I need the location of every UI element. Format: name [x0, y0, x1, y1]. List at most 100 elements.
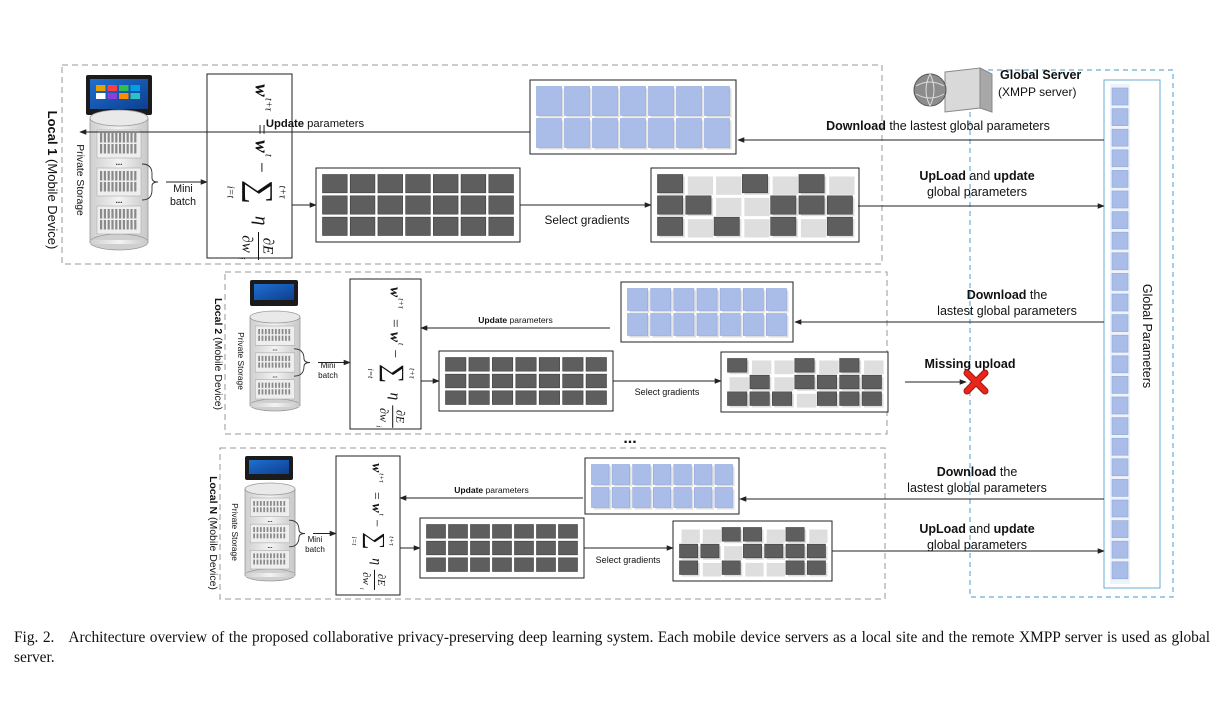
parameter-cell	[794, 358, 815, 373]
parameter-cell	[764, 543, 784, 559]
data-sample	[281, 382, 284, 388]
formula-expression: wt+τ=wt−∑t+τi=tη∂E∂wi	[225, 84, 288, 260]
weight-symbol: w	[386, 332, 403, 343]
data-sample	[273, 527, 276, 532]
app-tile	[119, 93, 129, 99]
parameter-cell	[766, 313, 787, 336]
data-sample	[288, 362, 291, 368]
x-mark	[964, 370, 988, 394]
data-sample	[122, 209, 125, 219]
download-label: Download the lastest global parameters	[826, 119, 1050, 133]
app-tile	[130, 85, 140, 91]
data-sample	[130, 171, 133, 181]
parameter-cell	[492, 373, 514, 389]
data-sample	[283, 553, 286, 559]
global-parameter-cell	[1111, 190, 1129, 209]
parameter-cell	[538, 373, 560, 389]
parameter-cell	[839, 374, 860, 390]
parameter-cell	[322, 174, 348, 194]
data-sample	[122, 133, 125, 143]
parameter-cell	[470, 540, 490, 556]
selected-gradients-grid	[650, 167, 860, 243]
cylinder-top	[244, 482, 296, 496]
data-sample	[264, 355, 267, 361]
minus: −	[251, 162, 272, 173]
text-run: parameters	[507, 315, 553, 325]
global-server-boundary	[969, 69, 1174, 598]
parameter-cell	[514, 524, 534, 539]
data-sample	[281, 329, 284, 335]
tablet-screen	[249, 460, 289, 474]
cylinder-joint	[90, 240, 148, 244]
local-site-boundary	[219, 447, 886, 600]
data-sample	[122, 144, 125, 154]
cylinder-top	[249, 310, 301, 324]
app-tile	[96, 93, 106, 99]
parameter-cell	[538, 357, 560, 372]
sum-upper: t+τ	[388, 536, 396, 546]
data-sample	[281, 355, 284, 361]
parameter-cell	[657, 195, 684, 215]
server-icon	[913, 67, 993, 113]
app-tile	[107, 85, 117, 91]
parameter-cell	[405, 195, 431, 215]
parameter-cell	[673, 288, 695, 311]
data-sample	[103, 220, 106, 230]
superscript: t+τ	[378, 473, 386, 483]
data-sample	[288, 382, 291, 388]
cell-shadow	[716, 176, 742, 195]
global-parameter-cell	[1111, 499, 1129, 518]
data-sample	[130, 144, 133, 154]
parameter-cell	[514, 557, 534, 572]
bold-text: Update	[454, 485, 483, 495]
data-sample	[253, 507, 255, 513]
data-sample	[119, 209, 122, 219]
parameter-cell	[468, 357, 490, 372]
global-parameter-cell	[1111, 376, 1129, 394]
data-sample	[115, 133, 118, 143]
global-parameter-cell	[1111, 520, 1129, 538]
parameter-cell	[685, 195, 712, 215]
data-sample	[268, 389, 271, 395]
local-site-type: (Mobile Device)	[212, 334, 224, 410]
parameter-cell	[679, 543, 699, 559]
data-sample	[283, 527, 286, 532]
parameter-cell	[650, 288, 672, 311]
superscript: t+τ	[396, 298, 405, 310]
parameter-cell	[694, 464, 713, 485]
data-sample	[100, 220, 103, 230]
data-sample	[270, 533, 272, 539]
parameter-cell	[448, 557, 468, 572]
selected-gradients-grid	[720, 351, 889, 413]
cell-shadow	[751, 360, 772, 375]
brace	[293, 348, 311, 377]
upload-label: global parameters	[927, 538, 1027, 552]
data-sample	[283, 533, 286, 539]
cell-shadow	[766, 562, 785, 577]
superscript: t	[396, 343, 405, 346]
data-sample	[253, 559, 255, 565]
brace	[288, 519, 306, 548]
data-sample	[275, 362, 277, 368]
data-sample	[107, 182, 110, 192]
parameter-cell	[714, 464, 733, 485]
minibatch-label: Mini	[308, 535, 323, 544]
data-sample	[100, 133, 103, 143]
data-sample	[273, 559, 276, 565]
local-site-name: Local N	[207, 476, 219, 514]
data-sample	[281, 389, 284, 395]
parameter-cell	[798, 195, 825, 215]
parameter-cell	[816, 374, 837, 390]
data-sample	[285, 329, 287, 335]
local-site-type: (Mobile Device)	[207, 514, 219, 590]
tablet-icon	[86, 75, 152, 115]
select-gradients-label: Select gradients	[596, 555, 661, 565]
cell-shadow	[774, 360, 794, 375]
data-sample	[271, 389, 274, 395]
weight-symbol: w	[386, 287, 403, 298]
text-run: global parameters	[927, 538, 1027, 552]
cell-shadow	[716, 197, 742, 217]
select-gradients-label: Select gradients	[544, 213, 629, 227]
parameter-cell	[426, 557, 446, 572]
upload-label: UpLoad and update	[919, 522, 1034, 536]
